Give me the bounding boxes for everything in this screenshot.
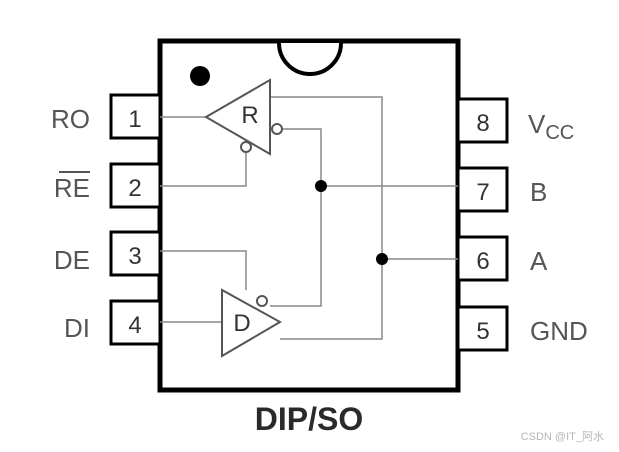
junction-node-b — [315, 180, 327, 192]
wire-receiver-plus — [270, 96, 383, 340]
package-label: DIP/SO — [255, 401, 363, 437]
ic-body — [157, 38, 461, 393]
receiver-inverted-input-bubble — [271, 123, 283, 135]
orientation-notch — [277, 42, 343, 76]
driver-label: D — [233, 310, 250, 337]
pin-label: VCC — [528, 109, 574, 144]
pin-7: 7 B — [456, 166, 547, 213]
pin-number: 4 — [128, 312, 141, 339]
pin-5: 5 GND — [456, 305, 588, 352]
receiver-enable-bubble — [240, 141, 252, 153]
wire-re — [160, 152, 247, 187]
pin-number: 5 — [476, 318, 489, 345]
pin-label: B — [530, 177, 547, 207]
pin1-indicator-dot — [190, 66, 210, 86]
wire-receiver-minus — [270, 128, 322, 307]
pin-label: RO — [51, 104, 90, 134]
wiring — [160, 96, 458, 340]
pin-label: GND — [530, 316, 588, 346]
pin-8: 8 VCC — [456, 97, 574, 144]
driver-inverted-output-bubble — [256, 295, 268, 307]
receiver-gate: R — [204, 78, 283, 156]
pin-2: 2 RE — [54, 162, 162, 209]
pin-number: 6 — [476, 248, 489, 275]
pin-label: RE — [54, 173, 90, 203]
pin-3: 3 DE — [54, 230, 162, 277]
pin-1: 1 RO — [51, 93, 162, 140]
driver-gate: D — [221, 288, 283, 358]
pin-label: DI — [64, 313, 90, 343]
receiver-label: R — [241, 102, 258, 129]
pin-number: 3 — [128, 243, 141, 270]
junction-node-a — [376, 253, 388, 265]
pin-6: 6 A — [456, 235, 548, 282]
pin-label-main: V — [528, 109, 546, 139]
pin-4: 4 DI — [64, 299, 162, 346]
wire-de — [160, 250, 247, 290]
pin-number: 7 — [476, 179, 489, 206]
pin-number: 2 — [128, 175, 141, 202]
pin-label-sub: CC — [545, 122, 574, 144]
pin-number: 1 — [128, 106, 141, 133]
watermark: CSDN @IT_阿水 — [521, 430, 604, 443]
pin-label: DE — [54, 245, 90, 275]
pin-number: 8 — [476, 110, 489, 137]
pin-label: A — [530, 246, 548, 276]
